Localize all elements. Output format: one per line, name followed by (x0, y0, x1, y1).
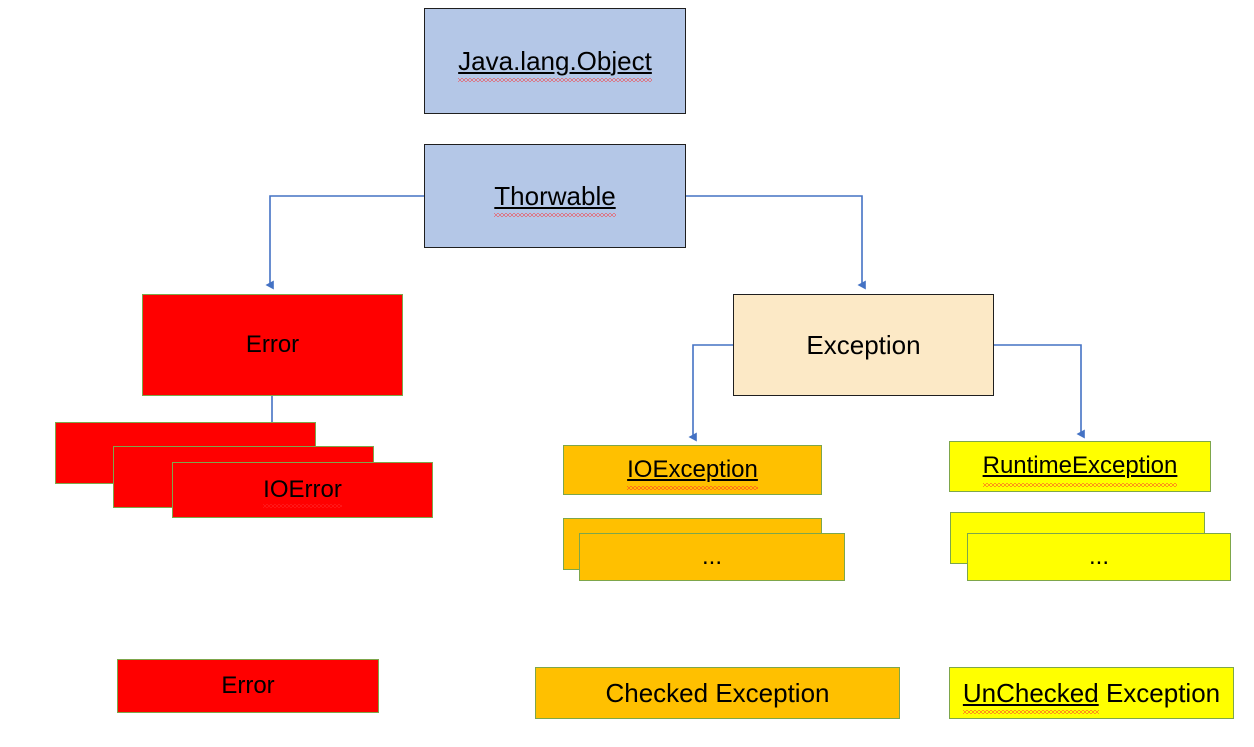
legend-error[interactable]: Error (117, 659, 379, 713)
node-ioexception-more-front[interactable]: ... (579, 533, 845, 581)
connector-exception-to-runtimeexception (993, 344, 1085, 439)
legend-checked-exception[interactable]: Checked Exception (535, 667, 900, 719)
node-label-ioerror-front: IOError (263, 475, 342, 509)
legend-label-unchecked-exception: UnChecked Exception (962, 677, 1221, 714)
node-label-runtimeexception-more-front: ... (1088, 542, 1109, 570)
legend-label-unchecked-suffix: Exception (1098, 677, 1221, 708)
node-error[interactable]: Error (142, 294, 403, 396)
node-label-error: Error (245, 330, 300, 358)
node-label-ioexception-more-front: ... (701, 542, 722, 570)
node-java-lang-object[interactable]: Java.lang.Object (424, 8, 686, 114)
node-runtimeexception[interactable]: RuntimeException (949, 441, 1211, 492)
legend-label-checked-exception: Checked Exception (605, 677, 830, 708)
node-label-exception: Exception (806, 329, 921, 360)
connector-exception-to-ioexception (688, 344, 733, 442)
node-label-runtimeexception: RuntimeException (982, 452, 1178, 488)
node-runtimeexception-more-front[interactable]: ... (967, 533, 1231, 581)
connector-throwable-to-error (265, 195, 424, 290)
legend-label-error: Error (221, 671, 275, 699)
node-ioexception[interactable]: IOException (563, 445, 822, 495)
legend-unchecked-exception[interactable]: UnChecked Exception (949, 667, 1234, 719)
node-thorwable[interactable]: Thorwable (424, 144, 686, 248)
legend-label-unchecked-prefix: UnChecked (962, 677, 1099, 714)
node-label-ioexception: IOException (627, 455, 758, 491)
connector-throwable-to-exception (686, 195, 866, 290)
node-label-thorwable: Thorwable (494, 180, 617, 217)
node-exception[interactable]: Exception (733, 294, 994, 396)
node-label-java-lang-object: Java.lang.Object (458, 45, 652, 82)
node-ioerror-stack-front[interactable]: IOError (172, 462, 433, 518)
